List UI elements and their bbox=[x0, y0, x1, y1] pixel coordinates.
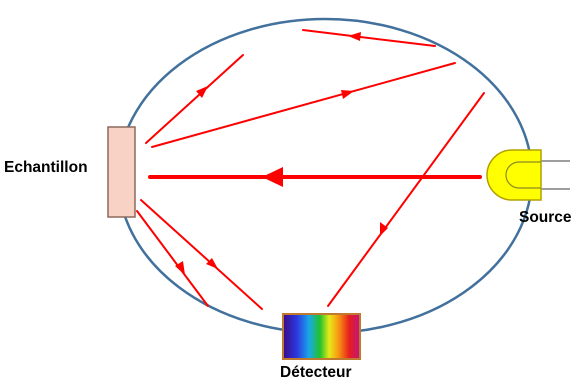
detector-label: Détecteur bbox=[280, 364, 352, 381]
ray-lower-1-arrowhead bbox=[175, 261, 185, 275]
sample-holder bbox=[107, 126, 136, 218]
ray-right-down bbox=[327, 92, 485, 307]
light-rays bbox=[136, 29, 485, 310]
ray-lower-2-arrowhead bbox=[206, 258, 218, 269]
ray-upper-long bbox=[151, 62, 456, 148]
ray-right-down-arrowhead bbox=[380, 222, 388, 236]
sample-label: Echantillon bbox=[4, 159, 88, 176]
ray-top bbox=[302, 29, 436, 47]
incident-arrowhead bbox=[262, 167, 283, 187]
ray-upper-left-arrowhead bbox=[196, 86, 208, 98]
ray-arrowheads bbox=[175, 32, 388, 275]
source-label: Source bbox=[519, 209, 572, 226]
ray-upper-left bbox=[145, 54, 244, 144]
spectrum-detector-icon bbox=[282, 313, 361, 360]
ray-lower-2 bbox=[140, 199, 263, 310]
ray-upper-long-arrowhead bbox=[341, 90, 354, 99]
ray-top-arrowhead bbox=[348, 32, 361, 41]
ray-lower-1 bbox=[136, 210, 209, 307]
lamp-icon bbox=[486, 149, 570, 201]
